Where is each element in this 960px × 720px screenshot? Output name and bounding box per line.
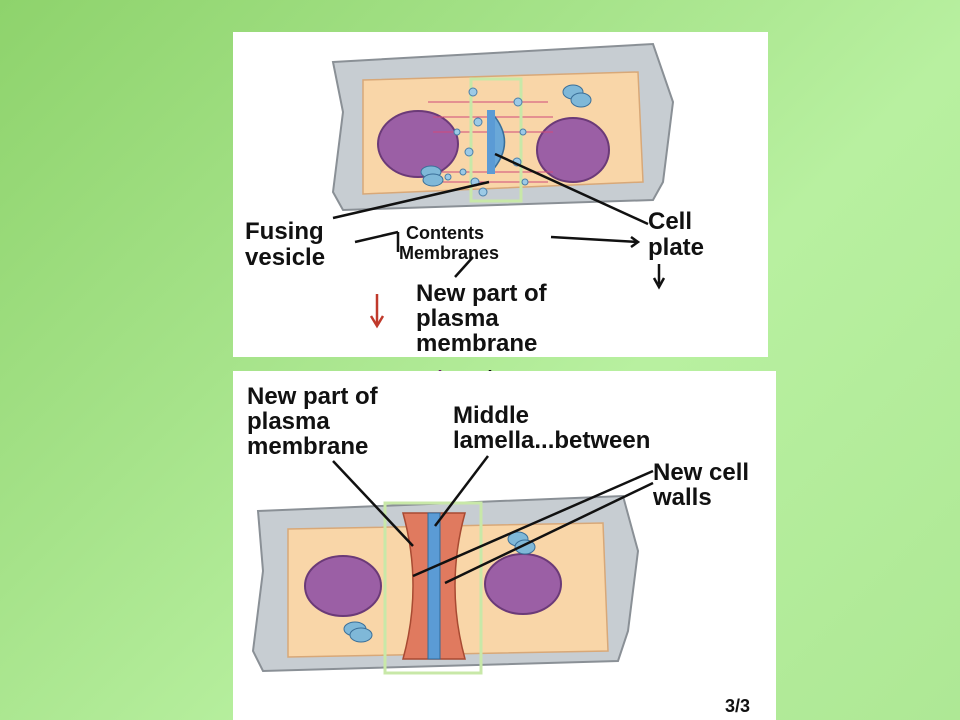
new-cell-walls-panel: New part of plasma membrane Middle lamel… — [233, 371, 776, 720]
golgi-left — [343, 621, 373, 643]
label-middle: Middle — [453, 402, 529, 429]
label-new-part-2: plasma — [247, 408, 330, 435]
label-new-cell: New cell — [653, 459, 750, 486]
label-membranes: Membranes — [399, 243, 500, 263]
label-vesicle: vesicle — [245, 244, 326, 271]
middle-lamella — [427, 512, 441, 660]
label-fusing: Fusing — [245, 218, 324, 245]
nucleus-left — [304, 555, 382, 617]
label-new-part-3: membrane — [416, 330, 538, 357]
highlight-box — [383, 501, 483, 675]
label-walls: walls — [653, 484, 712, 511]
golgi-left — [420, 165, 444, 187]
golgi-right — [562, 84, 592, 108]
label-new-part-2: plasma — [416, 305, 499, 332]
cell-diagram-bottom — [251, 455, 654, 675]
cell-plate-core — [487, 110, 495, 174]
leader-lines — [332, 152, 666, 290]
nucleus-left — [377, 110, 459, 178]
highlight-box — [469, 77, 523, 203]
cell-diagram-top — [331, 42, 675, 329]
label-cell: Cell — [648, 208, 693, 235]
red-arrow — [369, 294, 385, 329]
label-lamella-between: lamella...between — [453, 427, 651, 454]
label-new-part-1: New part of — [247, 383, 378, 410]
label-new-part-1: New part of — [416, 280, 547, 307]
label-contents: Contents — [406, 223, 484, 243]
label-new-part-3: membrane — [247, 433, 369, 460]
vesicles — [444, 87, 529, 197]
nucleus-right — [484, 553, 562, 615]
nucleus-right — [536, 117, 610, 183]
leader-lines — [332, 455, 654, 585]
label-plate: plate — [648, 234, 705, 261]
page-counter: 3/3 — [725, 696, 751, 716]
cell-plate-formation-panel: Fusing vesicle Contents Membranes Cell p… — [233, 32, 768, 357]
